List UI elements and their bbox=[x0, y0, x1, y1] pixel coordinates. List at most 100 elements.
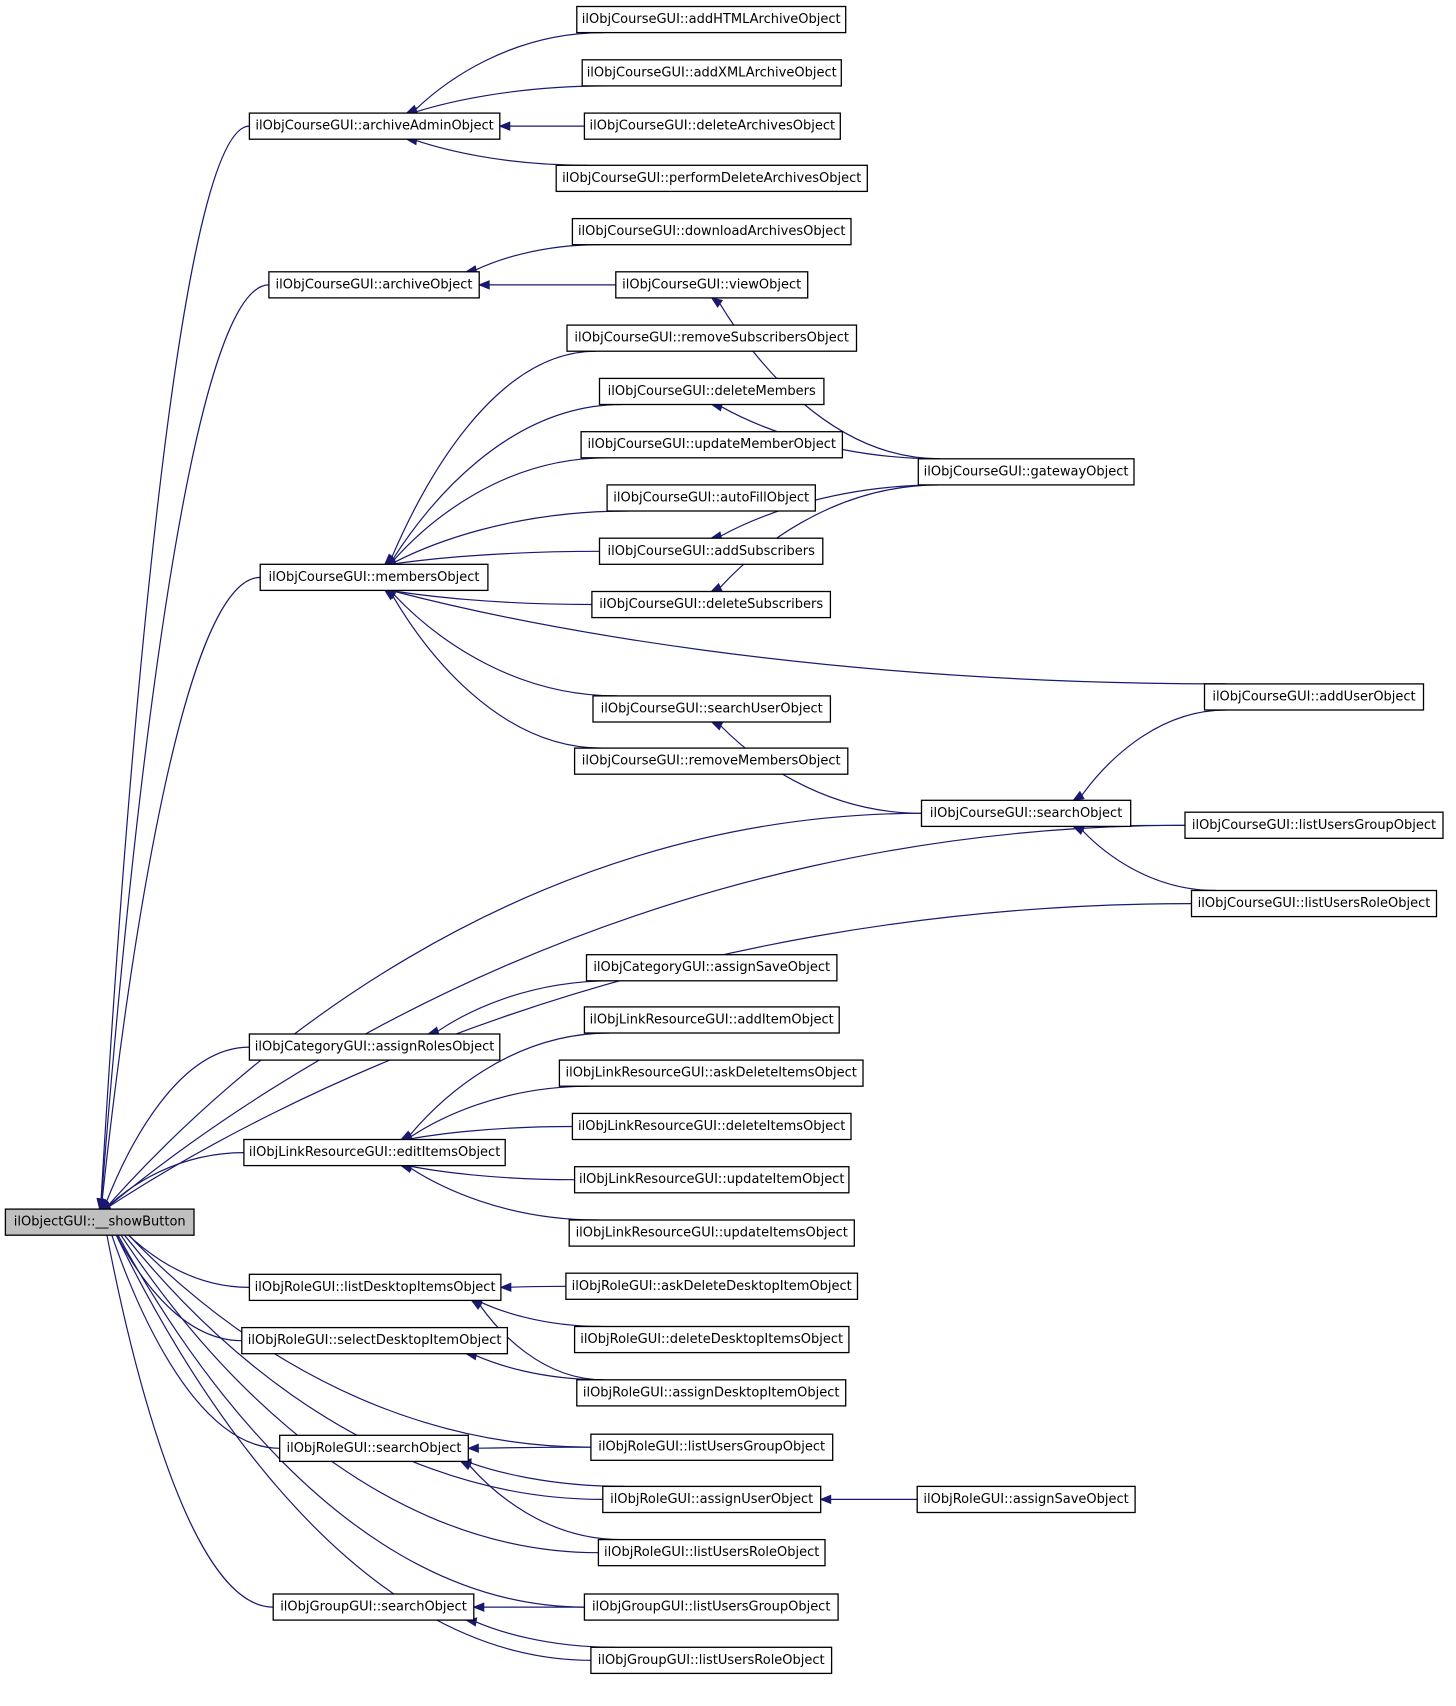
node-label: ilObjGroupGUI::searchObject bbox=[280, 1600, 467, 1615]
node-cAddUser[interactable]: ilObjCourseGUI::addUserObject bbox=[1203, 683, 1425, 711]
edge-rDelDesk-to-rListDesk bbox=[481, 1301, 603, 1328]
edge-lrAdd-to-lrEdit bbox=[409, 1032, 610, 1136]
node-cUpdMem[interactable]: ilObjCourseGUI::updateMemberObject bbox=[580, 431, 844, 459]
edge-cAddXML-to-cAdmin bbox=[416, 85, 609, 113]
node-lrUpdItems[interactable]: ilObjLinkResourceGUI::updateItemsObject bbox=[568, 1219, 855, 1247]
node-cAddHTML[interactable]: ilObjCourseGUI::addHTMLArchiveObject bbox=[576, 5, 847, 34]
node-rAskDelDesk[interactable]: ilObjRoleGUI::askDeleteDesktopItemObject bbox=[565, 1272, 859, 1300]
node-label: ilObjCategoryGUI::assignSaveObject bbox=[593, 960, 830, 975]
edge-rSearch-to-showButton bbox=[105, 1216, 280, 1449]
node-label: ilObjCourseGUI::viewObject bbox=[622, 277, 801, 292]
node-cSearchUser[interactable]: ilObjCourseGUI::searchUserObject bbox=[592, 695, 832, 723]
edge-lrDel-to-lrEdit bbox=[410, 1125, 573, 1140]
node-lrAdd[interactable]: ilObjLinkResourceGUI::addItemObject bbox=[583, 1006, 840, 1034]
edge-cUpdMem-to-cMembers bbox=[393, 457, 608, 561]
edge-cAutoFill-to-cMembers bbox=[394, 510, 628, 563]
arrowhead-gListGroup-to-gSearch bbox=[472, 1602, 485, 1612]
node-label: ilObjLinkResourceGUI::addItemObject bbox=[590, 1012, 834, 1027]
nodes-layer: ilObjectGUI::__showButton ilObjCourseGUI:… bbox=[4, 5, 1444, 1675]
node-cRemMem[interactable]: ilObjCourseGUI::removeMembersObject bbox=[573, 747, 849, 775]
node-cDelArch[interactable]: ilObjCourseGUI::deleteArchivesObject bbox=[583, 112, 841, 140]
node-rListDesk[interactable]: ilObjRoleGUI::listDesktopItemsObject bbox=[248, 1273, 502, 1302]
node-cAdmin[interactable]: ilObjCourseGUI::archiveAdminObject bbox=[248, 112, 501, 140]
node-cArchive[interactable]: ilObjCourseGUI::archiveObject bbox=[268, 271, 480, 299]
node-rAssignSave[interactable]: ilObjRoleGUI::assignSaveObject bbox=[916, 1485, 1136, 1514]
node-rAssignDesk[interactable]: ilObjRoleGUI::assignDesktopItemObject bbox=[576, 1379, 847, 1407]
node-box bbox=[241, 1326, 509, 1355]
node-cAddSubs[interactable]: ilObjCourseGUI::addSubscribers bbox=[598, 537, 824, 565]
node-label: ilObjCourseGUI::updateMemberObject bbox=[587, 437, 836, 452]
node-label: ilObjCourseGUI::addSubscribers bbox=[608, 544, 816, 559]
node-box bbox=[590, 1646, 833, 1675]
node-gSearch[interactable]: ilObjGroupGUI::searchObject bbox=[272, 1593, 475, 1621]
node-gListRole[interactable]: ilObjGroupGUI::listUsersRoleObject bbox=[590, 1646, 833, 1675]
arrowhead-rListGroup-to-rSearch bbox=[466, 1443, 479, 1453]
node-cGateway[interactable]: ilObjCourseGUI::gatewayObject bbox=[917, 458, 1135, 486]
node-rSelDesk[interactable]: ilObjRoleGUI::selectDesktopItemObject bbox=[241, 1326, 509, 1355]
edge-rAssignDesk-to-rSelDesk bbox=[475, 1355, 604, 1381]
edge-cGateway-to-cDelSubs bbox=[719, 484, 940, 588]
edge-lrEdit-to-showButton bbox=[108, 1152, 244, 1206]
node-label: ilObjRoleGUI::searchObject bbox=[286, 1441, 461, 1456]
node-label: ilObjCourseGUI::membersObject bbox=[269, 570, 480, 585]
node-cPerfDel[interactable]: ilObjCourseGUI::performDeleteArchivesObj… bbox=[555, 164, 868, 193]
node-box bbox=[1203, 683, 1425, 711]
node-rListRole[interactable]: ilObjRoleGUI::listUsersRoleObject bbox=[597, 1538, 826, 1567]
node-box bbox=[602, 1485, 822, 1514]
node-label: ilObjLinkResourceGUI::editItemsObject bbox=[249, 1145, 500, 1160]
node-label: ilObjCourseGUI::removeMembersObject bbox=[582, 754, 841, 769]
node-cAutoFill[interactable]: ilObjCourseGUI::autoFillObject bbox=[606, 484, 816, 512]
edge-cMembers-to-showButton bbox=[101, 576, 261, 1200]
edge-catAssignRoles-to-showButton bbox=[105, 1046, 250, 1202]
node-cDelMem[interactable]: ilObjCourseGUI::deleteMembers bbox=[598, 377, 825, 406]
node-box bbox=[576, 5, 847, 34]
node-lrAskDel[interactable]: ilObjLinkResourceGUI::askDeleteItemsObje… bbox=[558, 1059, 864, 1087]
node-showButton[interactable]: ilObjectGUI::__showButton bbox=[4, 1208, 195, 1236]
arrowhead-cAddUser-to-cSearch bbox=[1072, 790, 1085, 801]
node-rDelDesk[interactable]: ilObjRoleGUI::deleteDesktopItemsObject bbox=[573, 1325, 850, 1354]
node-cListGroup[interactable]: ilObjCourseGUI::listUsersGroupObject bbox=[1184, 811, 1444, 839]
node-label: ilObjRoleGUI::askDeleteDesktopItemObject bbox=[572, 1279, 852, 1294]
node-box bbox=[555, 164, 868, 193]
node-catAssignRoles[interactable]: ilObjCategoryGUI::assignRolesObject bbox=[248, 1033, 501, 1061]
node-box bbox=[558, 1059, 864, 1087]
node-label: ilObjCourseGUI::deleteMembers bbox=[608, 384, 816, 399]
node-cDelSubs[interactable]: ilObjCourseGUI::deleteSubscribers bbox=[591, 590, 832, 619]
node-lrDel[interactable]: ilObjLinkResourceGUI::deleteItemsObject bbox=[571, 1112, 852, 1141]
node-label: ilObjLinkResourceGUI::deleteItemsObject bbox=[578, 1119, 845, 1134]
node-lrEdit[interactable]: ilObjLinkResourceGUI::editItemsObject bbox=[243, 1138, 506, 1167]
node-box bbox=[279, 1434, 469, 1463]
node-cMembers[interactable]: ilObjCourseGUI::membersObject bbox=[259, 563, 489, 592]
node-rSearch[interactable]: ilObjRoleGUI::searchObject bbox=[279, 1434, 469, 1463]
node-cSearch[interactable]: ilObjCourseGUI::searchObject bbox=[920, 799, 1132, 828]
arrowhead-cView-to-cArchive bbox=[477, 280, 490, 290]
node-box bbox=[615, 271, 809, 299]
node-cAddXML[interactable]: ilObjCourseGUI::addXMLArchiveObject bbox=[581, 59, 842, 87]
edge-rListGroup-to-rSearch bbox=[478, 1446, 591, 1449]
node-box bbox=[920, 799, 1132, 828]
node-label: ilObjCourseGUI::removeSubscribersObject bbox=[574, 331, 849, 346]
node-rAssignUser[interactable]: ilObjRoleGUI::assignUserObject bbox=[602, 1485, 822, 1514]
node-label: ilObjRoleGUI::assignSaveObject bbox=[923, 1492, 1128, 1507]
node-cView[interactable]: ilObjCourseGUI::viewObject bbox=[615, 271, 809, 299]
node-cDownload[interactable]: ilObjCourseGUI::downloadArchivesObject bbox=[571, 217, 852, 246]
edge-cListRole-to-cSearch bbox=[1081, 830, 1217, 892]
node-cRemSubs[interactable]: ilObjCourseGUI::removeSubscribersObject bbox=[566, 324, 858, 352]
node-box bbox=[583, 1006, 840, 1034]
edge-rAskDelDesk-to-rListDesk bbox=[510, 1285, 566, 1288]
node-lrUpd[interactable]: ilObjLinkResourceGUI::updateItemObject bbox=[573, 1166, 850, 1194]
node-label: ilObjRoleGUI::assignUserObject bbox=[610, 1492, 813, 1507]
edge-gListGroup-to-showButton bbox=[106, 1215, 585, 1608]
node-cListRole[interactable]: ilObjCourseGUI::listUsersRoleObject bbox=[1190, 889, 1438, 918]
node-gListGroup[interactable]: ilObjGroupGUI::listUsersGroupObject bbox=[583, 1593, 839, 1621]
edge-gSearch-to-showButton bbox=[103, 1218, 274, 1608]
node-label: ilObjCategoryGUI::assignRolesObject bbox=[255, 1040, 495, 1055]
node-label: ilObjGroupGUI::listUsersRoleObject bbox=[598, 1653, 825, 1668]
edge-rAssignUser-to-showButton bbox=[107, 1213, 603, 1500]
node-catAssignSave[interactable]: ilObjCategoryGUI::assignSaveObject bbox=[585, 954, 838, 982]
edge-rAssignUser-to-rSearch bbox=[470, 1462, 625, 1487]
edge-cListGroup-to-showButton bbox=[108, 824, 1186, 1207]
node-label: ilObjRoleGUI::deleteDesktopItemsObject bbox=[580, 1332, 843, 1347]
node-rListGroup[interactable]: ilObjRoleGUI::listUsersGroupObject bbox=[590, 1433, 834, 1461]
node-label: ilObjCourseGUI::addXMLArchiveObject bbox=[587, 65, 837, 80]
